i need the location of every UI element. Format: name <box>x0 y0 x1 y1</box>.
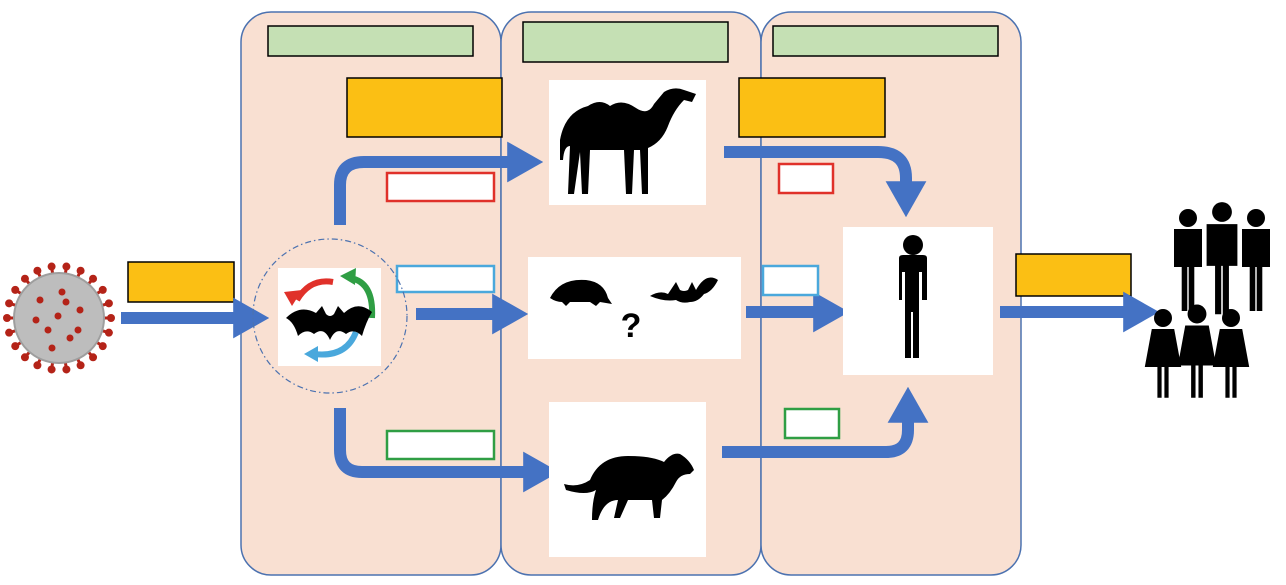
virus-spike-head <box>98 285 107 294</box>
man-figure <box>1242 209 1270 311</box>
camel-human-route-tag <box>777 162 835 195</box>
virus-spike-head <box>76 361 85 370</box>
bat-reservoir-cycle-icon <box>252 238 408 394</box>
camel-route-tag <box>385 171 496 203</box>
camel-to-human-arrow <box>724 146 927 218</box>
reservoir-to-camel-arrow <box>334 141 544 225</box>
virus-spike-head <box>104 328 113 337</box>
virus-spike-head <box>89 353 98 362</box>
virus-spike-head <box>5 299 14 308</box>
virus-spike-head <box>104 299 113 308</box>
coronavirus-icon <box>3 262 115 374</box>
pangolin-bat-card <box>528 257 741 359</box>
human-header-box <box>772 25 999 57</box>
virus-surface-protein <box>76 306 84 314</box>
virus-spike-head <box>33 361 42 370</box>
virus-spike-head <box>3 314 11 322</box>
civet-human-route-tag <box>783 407 841 440</box>
woman-figure <box>1144 309 1182 398</box>
virus-spike-head <box>5 328 14 337</box>
virus-spike-head <box>107 314 115 322</box>
civet-icon <box>564 453 694 520</box>
reservoir-label-box <box>346 77 503 138</box>
woman-figure <box>1177 304 1217 398</box>
virus-surface-protein <box>32 316 40 324</box>
virus-spike-head <box>20 274 29 283</box>
virus-surface-protein <box>44 326 52 334</box>
virus-spike-head <box>62 365 71 374</box>
virus-spike-head <box>47 262 56 271</box>
reservoir-to-civet-arrow <box>334 408 560 493</box>
virus-surface-protein <box>58 288 66 296</box>
spillover-label-box <box>738 77 886 138</box>
virus-surface-protein <box>36 296 44 304</box>
woman-figure <box>1212 309 1250 398</box>
unknown-host-symbol: ? <box>621 307 642 345</box>
camel-icon <box>560 88 696 194</box>
virus-surface-protein <box>54 312 62 320</box>
virus-spike-head <box>98 342 107 351</box>
virus-surface-protein <box>62 298 70 306</box>
spread-label-box <box>1015 253 1132 297</box>
pangolin-human-route-tag <box>761 264 820 297</box>
man-figure <box>1206 202 1238 315</box>
virus-spike-head <box>76 266 85 275</box>
man-figure <box>1174 209 1202 311</box>
bat-icon <box>650 277 718 303</box>
virus-surface-protein <box>74 326 82 334</box>
bat-icon <box>286 306 372 340</box>
pangolin-icon <box>550 279 612 306</box>
civet-to-human-arrow <box>722 386 929 458</box>
virus-surface-protein <box>48 344 56 352</box>
human-icon <box>899 235 927 358</box>
virus-spike-head <box>89 274 98 283</box>
intermediate-header-box <box>522 21 729 63</box>
virus-spike-head <box>62 262 71 271</box>
virus-label-box <box>127 261 235 303</box>
virus-spike-head <box>47 365 56 374</box>
virus-spike-head <box>11 285 20 294</box>
virus-surface-protein <box>66 334 74 342</box>
virus-spike-head <box>11 342 20 351</box>
pangolin-route-tag <box>395 264 496 294</box>
virus-spike-head <box>33 266 42 275</box>
human-population-icon <box>1144 202 1270 398</box>
virus-spike-head <box>20 353 29 362</box>
civet-route-tag <box>385 429 496 461</box>
reservoir-header-box <box>267 25 474 57</box>
